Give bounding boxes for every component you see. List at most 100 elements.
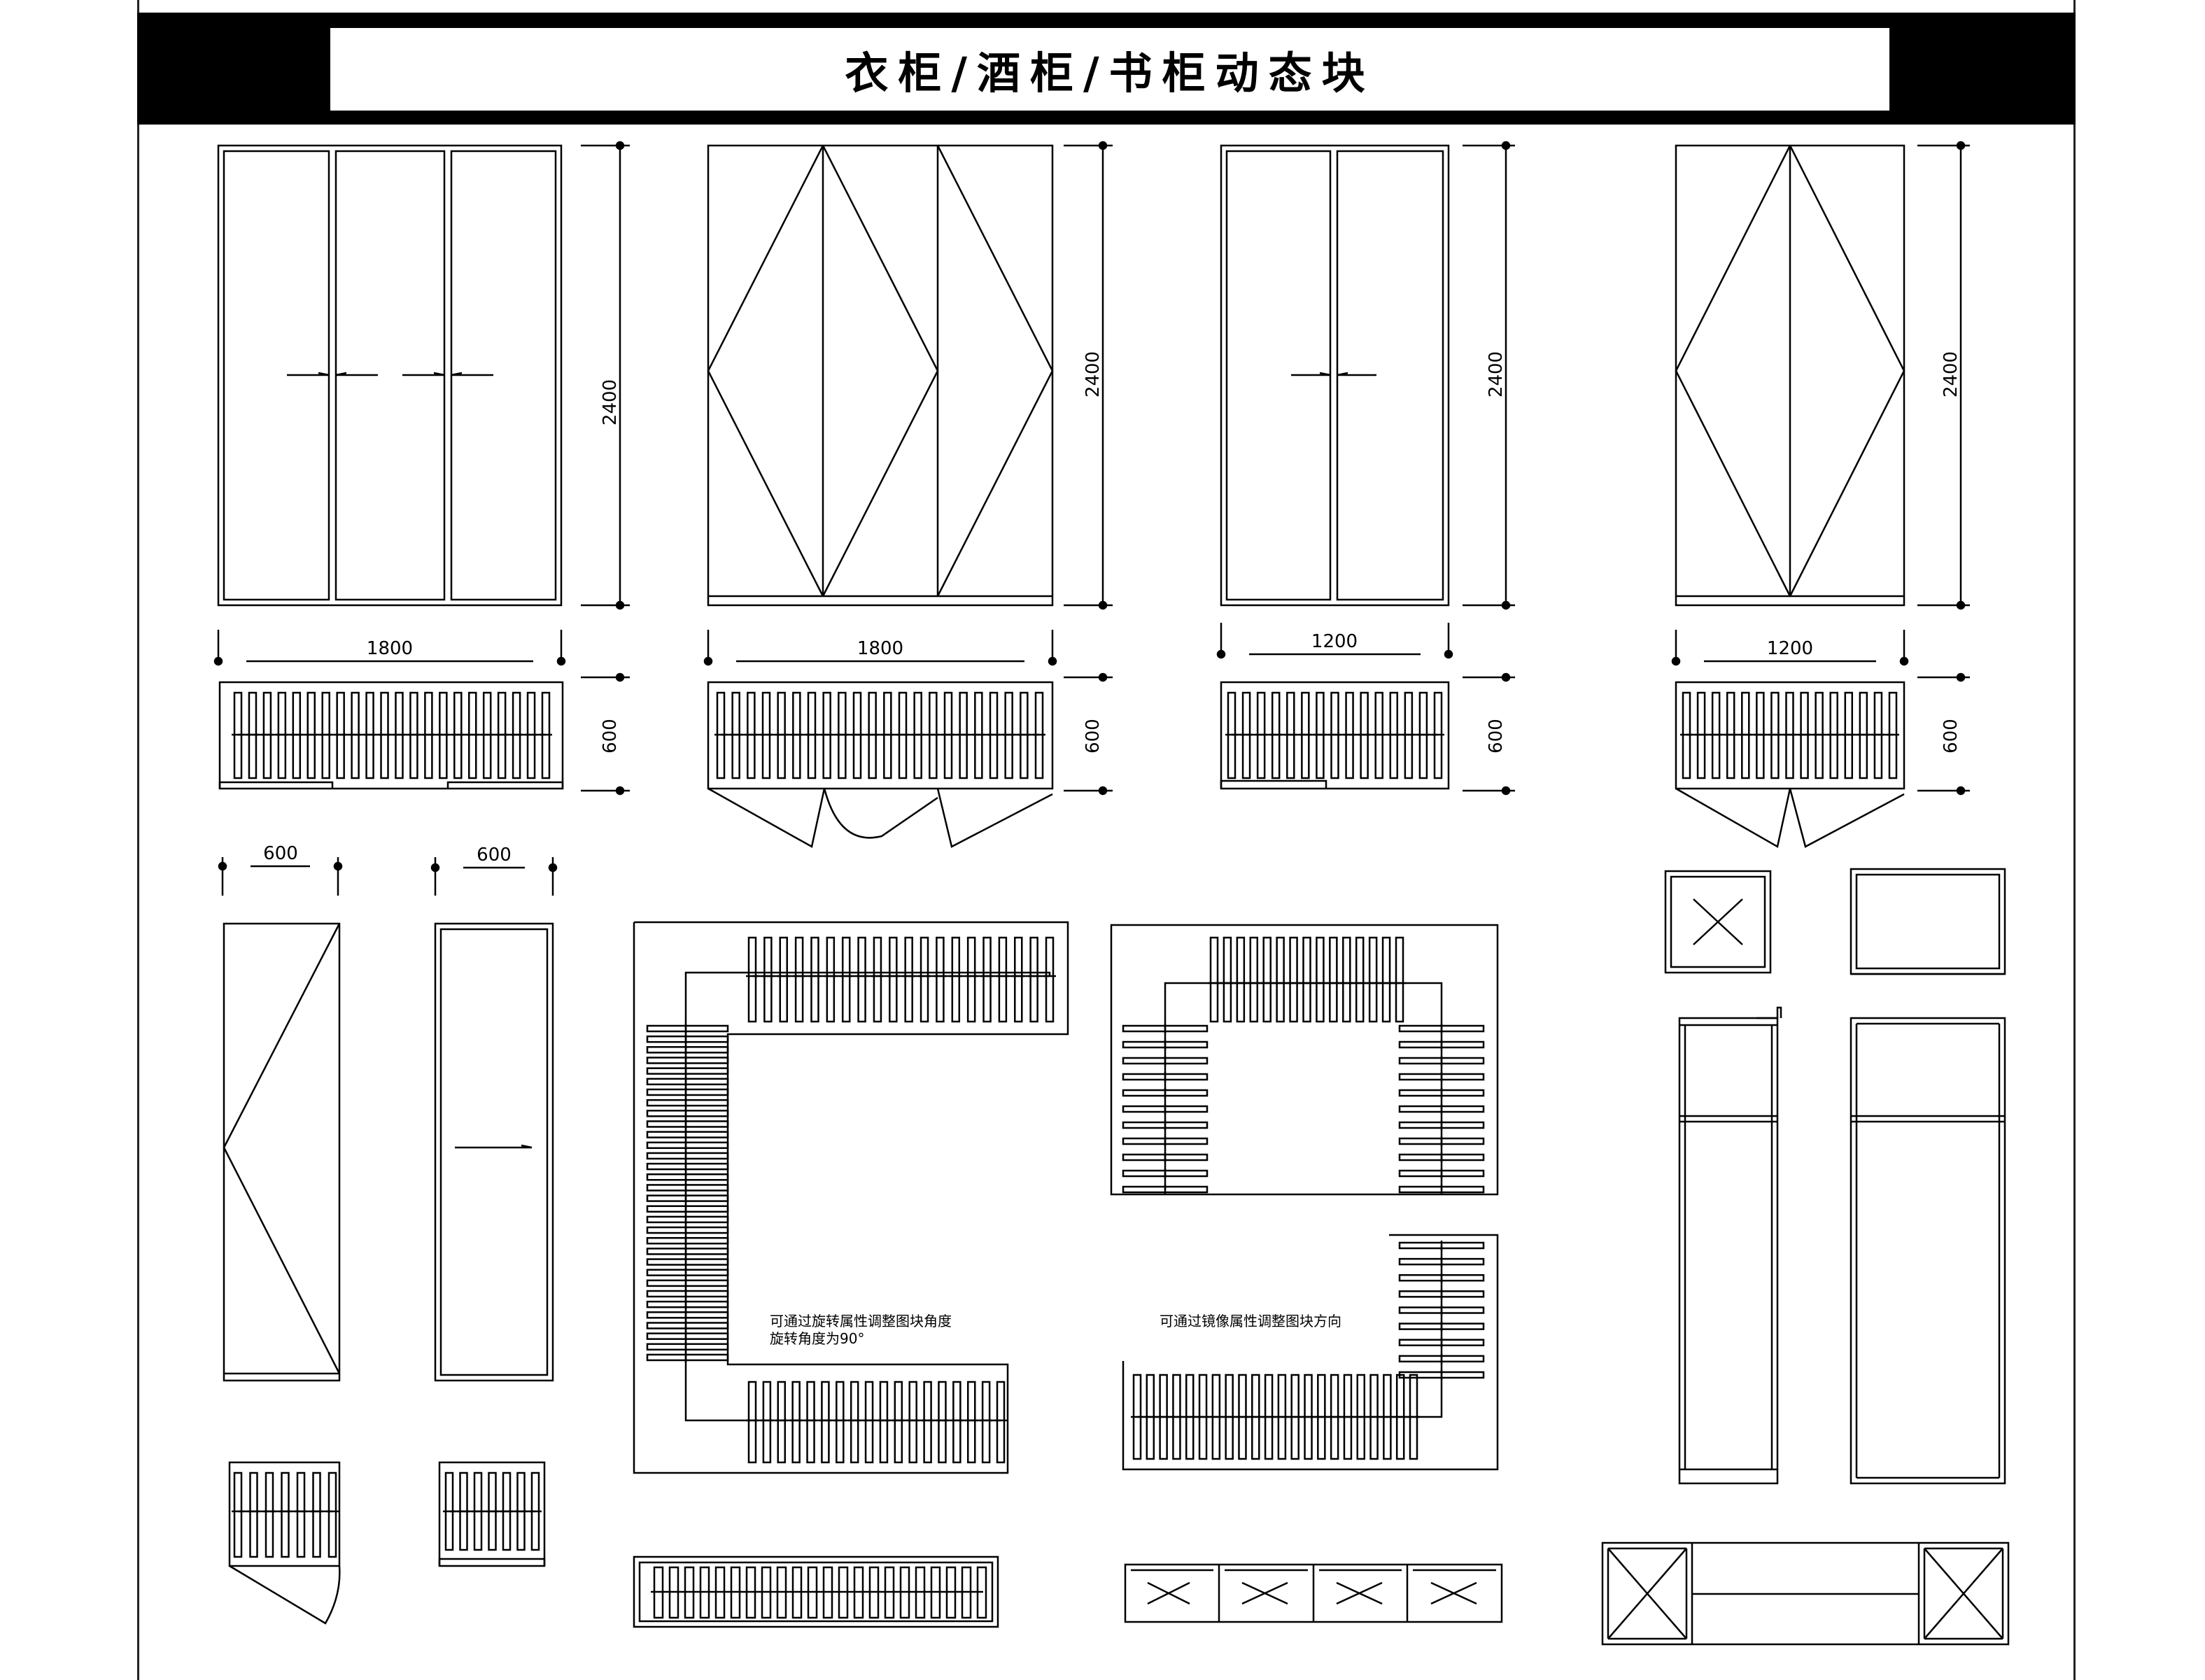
hanger-glyph [864, 1381, 874, 1464]
elevation-single-door-diamond [223, 922, 341, 1382]
hanger-glyph [982, 936, 992, 1023]
plan-wardrobe-1800-swing [707, 681, 1054, 848]
dimension-label-height-1: 2400 [600, 379, 621, 425]
hanger-glyph [853, 1566, 864, 1619]
hanger-glyph [327, 1471, 337, 1558]
plan-wardrobe-1200-swing [1675, 681, 1905, 848]
hanger-glyph [646, 1226, 729, 1234]
hanger-glyph [951, 936, 961, 1023]
hanger-glyph [312, 1471, 321, 1558]
hanger-glyph [857, 936, 866, 1023]
hanger-glyph [668, 1566, 679, 1619]
hanger-glyph [1045, 936, 1055, 1023]
hanger-glyph [850, 1381, 859, 1464]
dimension-height-1 [581, 141, 630, 610]
hanger-glyph [646, 1236, 729, 1245]
note-rotate-line2: 旋转角度为90° [770, 1330, 864, 1347]
hanger-glyph [779, 936, 788, 1023]
hanger-glyph [646, 1248, 729, 1255]
hanger-glyph [807, 1566, 818, 1619]
plan-wardrobe-1200-sliding [1220, 681, 1450, 790]
title-box: 衣柜/酒柜/书柜动态块 [330, 28, 1889, 111]
hanger-glyph [646, 1173, 729, 1181]
elevation-wardrobe-diamond-1800 [707, 144, 1054, 607]
hanger-glyph [646, 1322, 729, 1329]
hanger-glyph [747, 936, 757, 1023]
hanger-glyph [841, 936, 851, 1023]
hanger-glyph [646, 1057, 729, 1064]
page-title: 衣柜/酒柜/书柜动态块 [845, 48, 1375, 99]
dimension-label-height-2: 2400 [1083, 351, 1104, 397]
hanger-glyph [938, 1381, 947, 1464]
hanger-glyph [763, 936, 773, 1023]
hanger-glyph [777, 1381, 787, 1464]
plan-wardrobe-1800-sliding [218, 681, 564, 790]
hanger-glyph [776, 1566, 787, 1619]
hanger-glyph [1209, 936, 1219, 1023]
hanger-glyph [646, 1258, 729, 1266]
elevation-wardrobe-diamond-1200 [1675, 144, 1905, 607]
hanger-glyph [249, 1471, 258, 1558]
rotation-demo-layout [633, 921, 1069, 1474]
hanger-glyph [791, 1381, 801, 1464]
dimension-label-depth-3: 600 [1486, 719, 1507, 754]
dimension-label-depth-1: 600 [600, 719, 621, 754]
dimension-side-width-1 [218, 857, 343, 896]
hanger-glyph [233, 1471, 243, 1558]
hanger-glyph [646, 1194, 729, 1202]
mirror-demo-layout [1110, 924, 1499, 1471]
hanger-glyph [646, 1162, 729, 1171]
hanger-glyph [920, 936, 929, 1023]
hanger-glyph [836, 1381, 845, 1464]
hanger-glyph [966, 1381, 976, 1464]
hanger-glyph [966, 936, 976, 1023]
hanger-glyph [1355, 936, 1365, 1023]
hanger-glyph [930, 1566, 941, 1619]
hanger-glyph [296, 1471, 306, 1558]
hanger-glyph [794, 936, 804, 1023]
dimension-label-side-width-2: 600 [477, 845, 512, 866]
hanger-glyph [821, 1381, 830, 1464]
hanger-glyph [1381, 936, 1391, 1023]
hanger-glyph [646, 1343, 729, 1351]
plan-box-open [1850, 868, 2006, 975]
dimension-height-3 [1463, 141, 1515, 610]
dimension-width-4 [1671, 630, 1909, 666]
hanger-glyph [265, 1471, 274, 1558]
dimension-height-2 [1064, 141, 1113, 610]
dimension-label-height-3: 2400 [1486, 351, 1507, 397]
hanger-glyph [646, 1035, 729, 1043]
hanger-glyph [646, 1300, 729, 1308]
hanger-glyph [915, 1566, 926, 1619]
hanger-glyph [1368, 936, 1378, 1023]
hanger-glyph [884, 1566, 895, 1619]
dimension-depth-1 [581, 672, 630, 796]
hanger-glyph [646, 1131, 729, 1138]
hanger-glyph [838, 1566, 849, 1619]
hanger-glyph [653, 1566, 664, 1619]
dimension-depth-2 [1064, 672, 1113, 796]
elevation-tv-cabinet [1601, 1541, 2010, 1646]
hanger-glyph [996, 1381, 1006, 1464]
hanger-glyph [810, 936, 819, 1023]
plan-single-swing [228, 1461, 341, 1625]
elevation-open-bookcase-2 [1850, 1017, 2006, 1485]
hanger-glyph [1316, 936, 1325, 1023]
hanger-glyph [699, 1566, 710, 1619]
hanger-glyph [936, 936, 945, 1023]
dimension-width-1 [213, 630, 566, 666]
dimension-label-height-4: 2400 [1940, 351, 1961, 397]
dimension-width-3 [1216, 623, 1453, 659]
plan-box-cross [1664, 870, 1772, 974]
hanger-glyph [1014, 936, 1023, 1023]
hanger-glyph [998, 936, 1008, 1023]
note-rotate-line1: 可通过旋转属性调整图块角度 [770, 1313, 952, 1329]
hanger-glyph [646, 1311, 729, 1319]
hanger-glyph [646, 1205, 729, 1213]
hanger-glyph [879, 1381, 889, 1464]
note-mirror: 可通过镜像属性调整图块方向 [1160, 1313, 1341, 1329]
hanger-glyph [646, 1078, 729, 1086]
hanger-glyph [868, 1566, 880, 1619]
